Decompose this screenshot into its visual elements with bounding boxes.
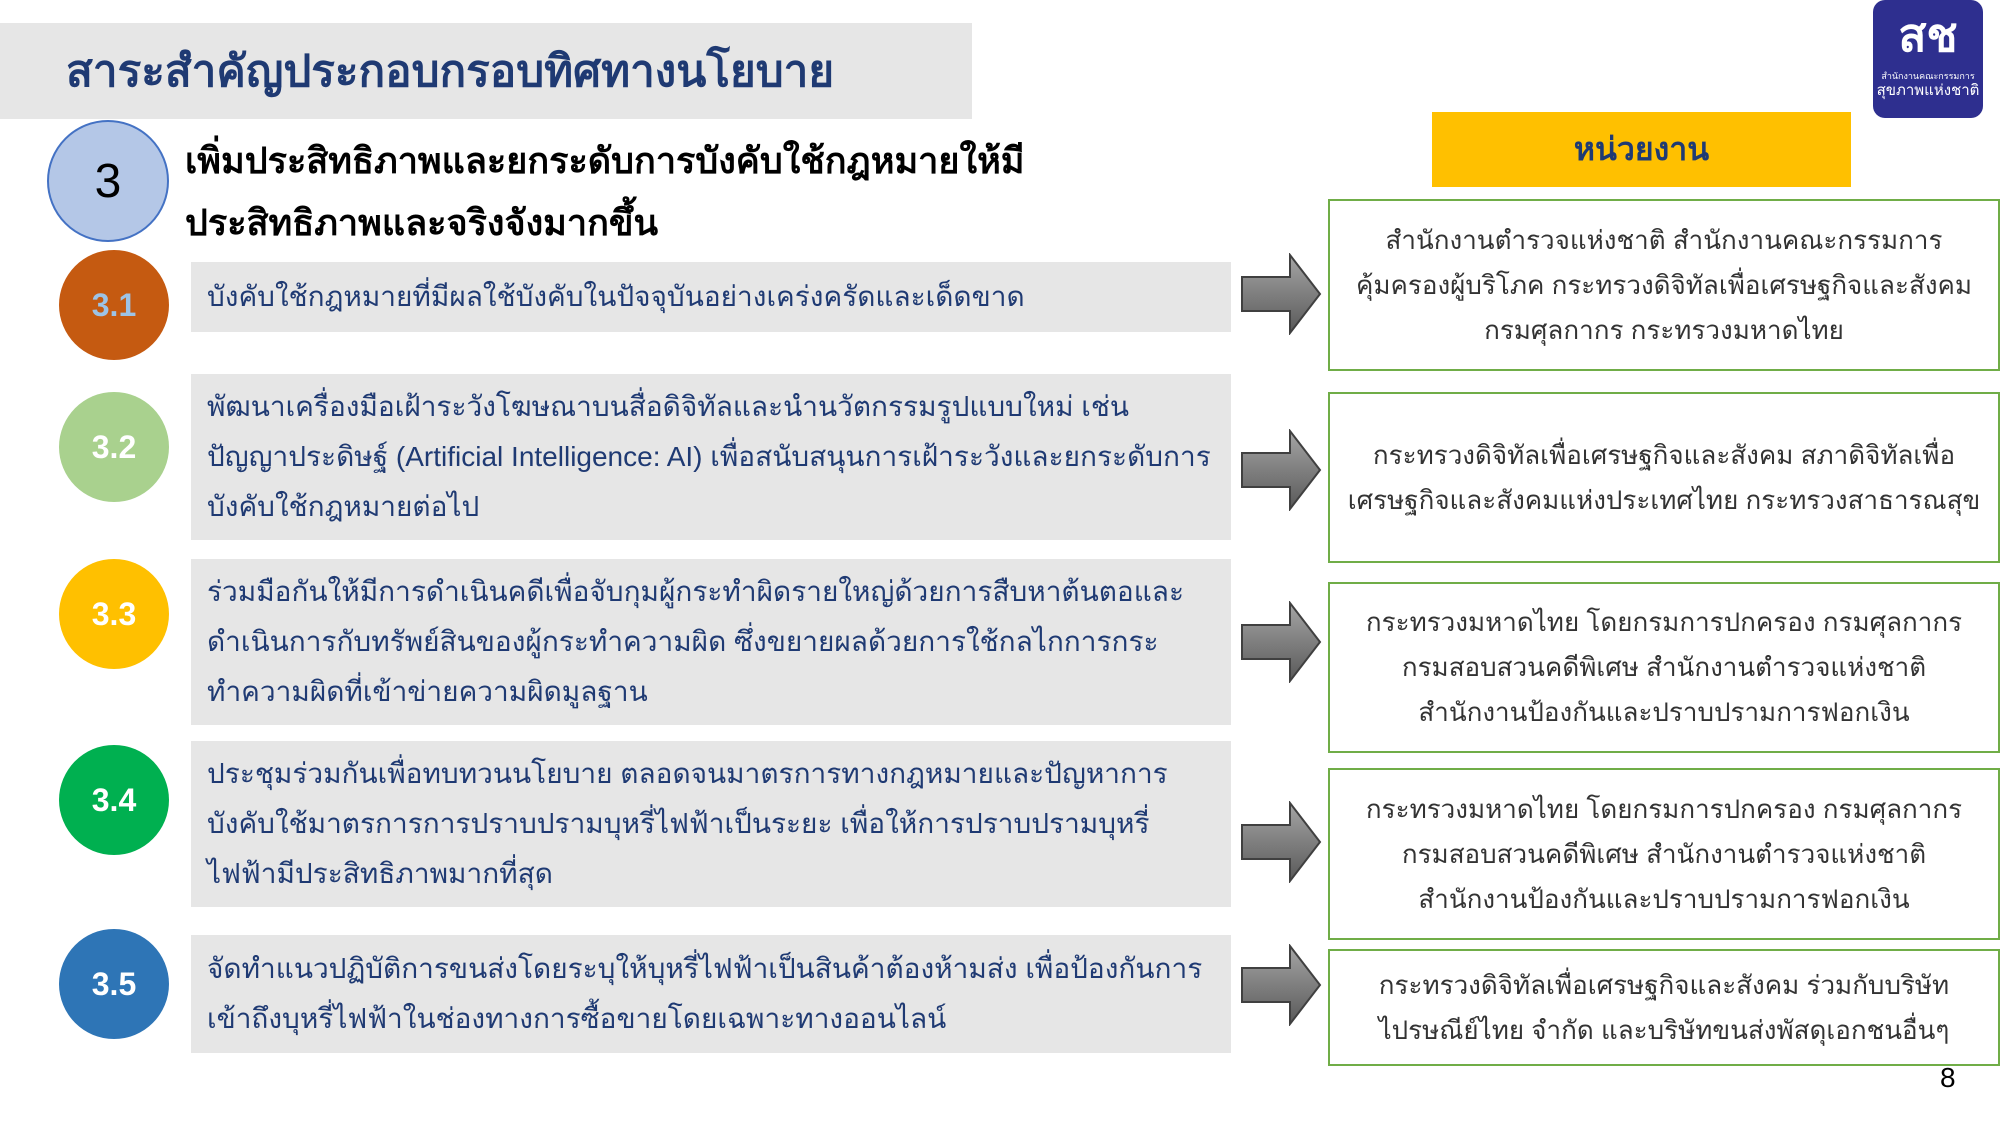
arrow-right-icon bbox=[1241, 801, 1322, 883]
responsible-units-box: สำนักงานตำรวจแห่งชาติ สำนักงานคณะกรรมการ… bbox=[1328, 199, 2000, 371]
main-number-badge: 3 bbox=[47, 120, 169, 242]
responsible-units: กระทรวงมหาดไทย โดยกรมการปกครอง กรมศุลกาก… bbox=[1365, 793, 1963, 914]
item-description-box: จัดทำแนวปฏิบัติการขนส่งโดยระบุให้บุหรี่ไ… bbox=[191, 935, 1231, 1053]
unit-header: หน่วยงาน bbox=[1432, 112, 1851, 187]
item-number-badge: 3.4 bbox=[59, 745, 169, 855]
responsible-units: สำนักงานตำรวจแห่งชาติ สำนักงานคณะกรรมการ… bbox=[1355, 224, 1973, 345]
item-number-badge: 3.5 bbox=[59, 929, 169, 1039]
logo-emblem-icon: สช bbox=[1898, 9, 1958, 61]
item-number-badge: 3.2 bbox=[59, 392, 169, 502]
arrow-right-icon bbox=[1241, 944, 1322, 1026]
responsible-units-box: กระทรวงดิจิทัลเพื่อเศรษฐกิจและสังคม ร่วม… bbox=[1328, 949, 2000, 1066]
item-description: จัดทำแนวปฏิบัติการขนส่งโดยระบุให้บุหรี่ไ… bbox=[207, 953, 1203, 1034]
responsible-units-box: กระทรวงมหาดไทย โดยกรมการปกครอง กรมศุลกาก… bbox=[1328, 582, 2000, 753]
item-description: บังคับใช้กฎหมายที่มีผลใช้บังคับในปัจจุบั… bbox=[207, 281, 1025, 312]
page-number: 8 bbox=[1940, 1062, 1956, 1093]
item-description-box: ประชุมร่วมกันเพื่อทบทวนนโยบาย ตลอดจนมาตร… bbox=[191, 741, 1231, 907]
responsible-units: กระทรวงมหาดไทย โดยกรมการปกครอง กรมศุลกาก… bbox=[1365, 607, 1963, 727]
logo-line1: สำนักงานคณะกรรมการ bbox=[1881, 71, 1975, 81]
logo-line2: สุขภาพแห่งชาติ bbox=[1876, 82, 1980, 99]
item-description-box: ร่วมมือกันให้มีการดำเนินคดีเพื่อจับกุมผู… bbox=[191, 559, 1231, 725]
responsible-units-box: กระทรวงมหาดไทย โดยกรมการปกครอง กรมศุลกาก… bbox=[1328, 768, 2000, 940]
responsible-units-box: กระทรวงดิจิทัลเพื่อเศรษฐกิจและสังคม สภาด… bbox=[1328, 392, 2000, 563]
arrow-right-icon bbox=[1241, 253, 1322, 335]
page-title: สาระสำคัญประกอบกรอบทิศทางนโยบาย bbox=[66, 47, 835, 96]
item-description: ร่วมมือกันให้มีการดำเนินคดีเพื่อจับกุมผู… bbox=[207, 576, 1184, 707]
item-number-badge: 3.3 bbox=[59, 559, 169, 669]
title-bar: สาระสำคัญประกอบกรอบทิศทางนโยบาย bbox=[0, 23, 972, 119]
responsible-units: กระทรวงดิจิทัลเพื่อเศรษฐกิจและสังคม ร่วม… bbox=[1378, 969, 1950, 1045]
item-description-box: บังคับใช้กฎหมายที่มีผลใช้บังคับในปัจจุบั… bbox=[191, 262, 1231, 332]
item-description: ประชุมร่วมกันเพื่อทบทวนนโยบาย ตลอดจนมาตร… bbox=[207, 758, 1168, 889]
item-description-box: พัฒนาเครื่องมือเฝ้าระวังโฆษณาบนสื่อดิจิท… bbox=[191, 374, 1231, 540]
arrow-right-icon bbox=[1241, 601, 1322, 683]
nhco-logo: สช สำนักงานคณะกรรมการ สุขภาพแห่งชาติ bbox=[1873, 0, 1983, 118]
main-heading: เพิ่มประสิทธิภาพและยกระดับการบังคับใช้กฎ… bbox=[185, 140, 1025, 243]
item-number-badge: 3.1 bbox=[59, 250, 169, 360]
responsible-units: กระทรวงดิจิทัลเพื่อเศรษฐกิจและสังคม สภาด… bbox=[1347, 439, 1981, 515]
arrow-right-icon bbox=[1241, 429, 1322, 511]
item-description: พัฒนาเครื่องมือเฝ้าระวังโฆษณาบนสื่อดิจิท… bbox=[207, 391, 1211, 522]
